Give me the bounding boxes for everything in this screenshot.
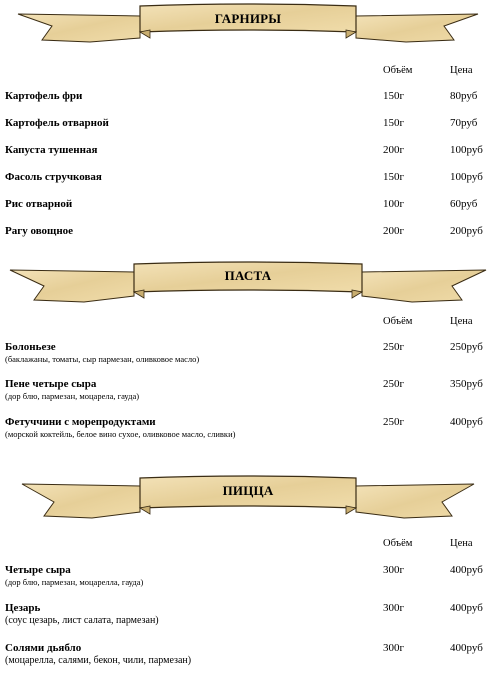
item-name: Четыре сыра <box>5 564 71 576</box>
item-volume: 150г <box>383 90 405 102</box>
item-price: 400руб <box>450 602 483 614</box>
item-description: (дор блю, пармезан, моцарелла, гауда) <box>5 577 144 587</box>
item-volume: 150г <box>383 171 405 183</box>
section-banner-pizza: ПИЦЦА <box>0 472 496 522</box>
item-volume: 250г <box>383 378 405 390</box>
column-price-header: Цена <box>450 538 473 549</box>
column-volume-header: Объём <box>383 538 413 549</box>
item-price: 400руб <box>450 642 483 654</box>
item-name: Цезарь <box>5 602 41 614</box>
item-description: (морской коктейль, белое вино сухое, оли… <box>5 429 236 439</box>
item-price: 80руб <box>450 90 478 102</box>
item-description: (соус цезарь, лист салата, пармезан) <box>5 615 159 626</box>
item-price: 400руб <box>450 416 483 428</box>
item-volume: 200г <box>383 225 405 237</box>
item-name: Капуста тушенная <box>5 144 98 156</box>
item-price: 350руб <box>450 378 483 390</box>
ribbon-banner-icon <box>21 475 475 519</box>
item-volume: 250г <box>383 416 405 428</box>
section-title: ПИЦЦА <box>222 483 274 498</box>
column-volume-header: Объём <box>383 316 413 327</box>
item-name: Пене четыре сыра <box>5 378 97 390</box>
section-title: ГАРНИРЫ <box>214 11 282 26</box>
item-name: Рагу овощное <box>5 225 74 237</box>
item-volume: 150г <box>383 117 405 129</box>
item-price: 70руб <box>450 117 478 129</box>
item-price: 400руб <box>450 564 483 576</box>
item-price: 60руб <box>450 198 478 210</box>
item-name: Болоньезе <box>5 341 56 353</box>
item-name: Фетуччини с морепродуктами <box>5 416 156 428</box>
item-price: 100руб <box>450 171 483 183</box>
item-name: Солями дьябло <box>5 642 82 654</box>
section-banner-pasta: ПАСТА <box>0 258 496 304</box>
item-volume: 250г <box>383 341 405 353</box>
column-price-header: Цена <box>450 65 473 76</box>
ribbon-banner-icon <box>9 261 487 303</box>
item-volume: 100г <box>383 198 405 210</box>
section-banner-garnishes: ГАРНИРЫ <box>0 0 496 46</box>
item-price: 200руб <box>450 225 483 237</box>
item-description: (моцарелла, салями, бекон, чили, пармеза… <box>5 655 192 666</box>
item-name: Картофель отварной <box>5 117 109 129</box>
item-price: 100руб <box>450 144 483 156</box>
section-title: ПАСТА <box>224 268 272 283</box>
item-volume: 300г <box>383 564 405 576</box>
item-price: 250руб <box>450 341 483 353</box>
item-description: (дор блю, пармезан, моцарела, гауда) <box>5 391 140 401</box>
item-name: Картофель фри <box>5 90 83 102</box>
column-price-header: Цена <box>450 316 473 327</box>
item-name: Рис отварной <box>5 198 73 210</box>
item-description: (баклажаны, томаты, сыр пармезан, оливко… <box>5 354 200 364</box>
item-volume: 300г <box>383 602 405 614</box>
item-name: Фасоль стручковая <box>5 171 102 183</box>
item-volume: 300г <box>383 642 405 654</box>
item-volume: 200г <box>383 144 405 156</box>
column-volume-header: Объём <box>383 65 413 76</box>
ribbon-banner-icon <box>17 3 479 43</box>
